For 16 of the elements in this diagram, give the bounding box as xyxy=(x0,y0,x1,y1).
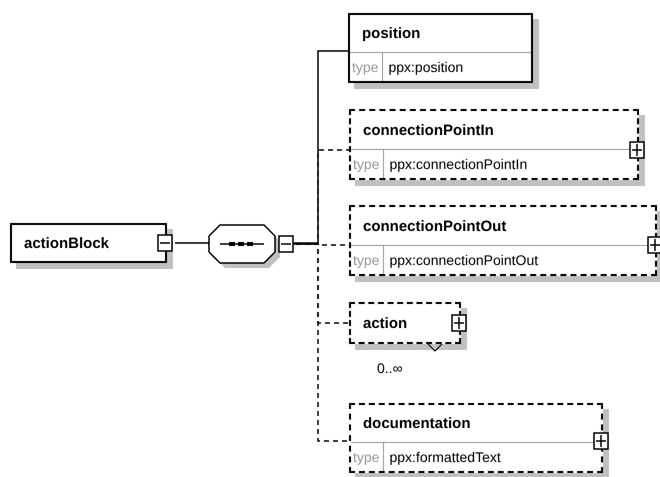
type-value: ppx:connectionPointOut xyxy=(388,252,538,268)
type-value: ppx:position xyxy=(387,59,464,75)
connector-line xyxy=(296,243,349,442)
type-label: type xyxy=(351,443,384,471)
type-label: type xyxy=(351,246,384,274)
element-name: actionBlock xyxy=(23,234,110,254)
element-name: connectionPointIn xyxy=(362,120,495,140)
occurrence-label: 0..∞ xyxy=(377,360,403,376)
element-name: position xyxy=(361,24,422,44)
element-name: action xyxy=(362,314,408,334)
element-name: documentation xyxy=(362,414,472,434)
type-value: ppx:formattedText xyxy=(388,449,501,465)
element-name: connectionPointOut xyxy=(362,216,508,236)
type-label: type xyxy=(351,150,384,178)
type-label: type xyxy=(350,53,384,81)
type-value: ppx:connectionPointIn xyxy=(388,156,528,172)
